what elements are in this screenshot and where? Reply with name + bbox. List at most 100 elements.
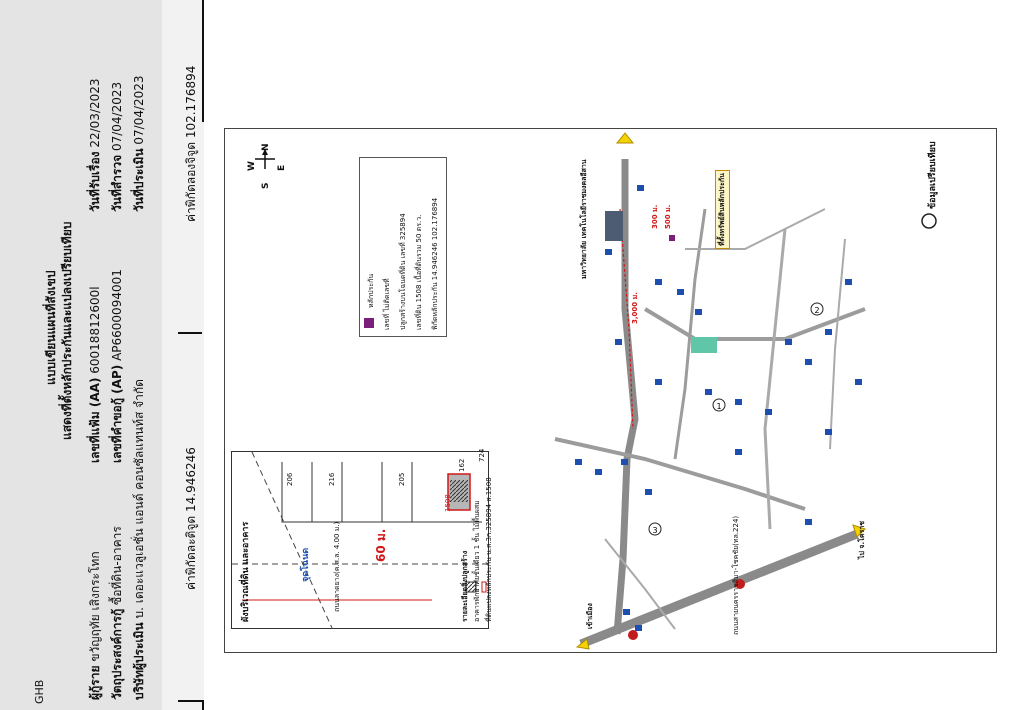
map-svg: 1 2 3 bbox=[255, 132, 937, 650]
legend-row-1: เลขที่ ไม่ติดเลขที่ bbox=[382, 278, 393, 330]
highway-road bbox=[579, 529, 859, 649]
received-label: วันที่รับเรื่อง bbox=[88, 151, 102, 212]
collateral-label: ที่ตั้งทรัพย์สินหลักประกัน bbox=[715, 170, 730, 249]
legend-row-2-label: ปลูกสร้างบนโฉนดที่ดิน เลขที่ bbox=[399, 242, 407, 330]
tick-mid bbox=[178, 332, 202, 334]
secondary-road-1 bbox=[554, 437, 806, 511]
legend-row-3-label: เลขที่ดิน 1508 เนื้อที่ดินรวม bbox=[415, 244, 423, 330]
applicant-value: ขวัญฤทัย เสิงกระโทก bbox=[88, 551, 102, 662]
legend-row-1-label: เลขที่ bbox=[383, 313, 391, 330]
survey-row: วันที่สำรวจ 07/04/2023 bbox=[108, 82, 127, 212]
aa-label: เลขที่แฟ้ม (AA) bbox=[88, 377, 102, 463]
appraiser-row: บริษัทผู้ประเมิน บ. เดอะแวลูเอชั่น แอนด์… bbox=[130, 379, 149, 700]
circle-marker-1-text: 1 bbox=[716, 402, 721, 411]
tick-bottom bbox=[178, 700, 202, 702]
legend-title: หลักประกัน bbox=[367, 273, 375, 308]
secondary-road-7 bbox=[604, 538, 676, 630]
site-plan-svg bbox=[232, 451, 488, 629]
longitude-row: ค่าพิกัดลองจิจูด 102.176894 bbox=[182, 66, 201, 222]
coordinate-strip bbox=[162, 0, 204, 710]
applicant-row: ผู้กู้ราย ขวัญฤทัย เสิงกระโทก bbox=[86, 551, 105, 700]
inset-legend-land bbox=[481, 581, 487, 593]
university-building bbox=[605, 211, 623, 241]
lot-number-206: 206 bbox=[286, 472, 294, 486]
circle-marker-3 bbox=[648, 522, 662, 536]
inset-point-label: จุดโฉนด bbox=[301, 547, 311, 582]
inset-note-building: อาคารพักอาศัยชั้นเดียว 1 ชั้น ไม้พื้นผสม bbox=[473, 500, 481, 622]
legend-swatch bbox=[364, 318, 374, 328]
page-title-line2: แสดงที่ตั้งหลักประกันและแปลงเปรียบเทียบ bbox=[60, 221, 74, 440]
longitude-value: 102.176894 bbox=[184, 65, 198, 139]
inset-legend-building bbox=[465, 581, 477, 593]
legend-row-4-label: พิกัดหลักประกัน 14.946246 bbox=[431, 242, 439, 330]
circle-marker-1 bbox=[712, 398, 726, 412]
secondary-road-3 bbox=[673, 208, 707, 460]
purpose-value: ซื้อที่ดิน-อาคาร bbox=[110, 526, 124, 605]
purpose-label: วัตถุประสงค์การกู้ bbox=[110, 608, 124, 700]
compass-south: S bbox=[261, 182, 271, 189]
distance-guide-line bbox=[619, 208, 634, 430]
distance-500: 500 ม. bbox=[664, 204, 672, 229]
appraiser-value: บ. เดอะแวลูเอชั่น แอนด์ คอนซัลแทนท์ส จำก… bbox=[132, 379, 146, 619]
compass-west: W bbox=[247, 161, 257, 171]
legend-row-1-value: ไม่ติดเลขที่ bbox=[383, 278, 391, 312]
distance-300: 300 ม. bbox=[651, 204, 659, 229]
legend-row-4-value: 102.176894 bbox=[431, 197, 439, 241]
appraiser-label: บริษัทผู้ประเมิน bbox=[132, 622, 146, 700]
highway-label: ถนนสายนครราชสีมา-โชคชัย(ทล.224) bbox=[732, 515, 740, 635]
survey-label: วันที่สำรวจ bbox=[110, 154, 124, 212]
circle-marker-2-text: 2 bbox=[814, 306, 819, 315]
secondary-road-6 bbox=[685, 208, 826, 250]
ap-value: AP6600094001 bbox=[110, 269, 124, 361]
inset-note-land: ที่ดินแปลงหลักประกัน น.ส.3ก.325894 ส.150… bbox=[485, 477, 493, 622]
compare-legend-icon bbox=[921, 213, 937, 229]
right-rule-bottom bbox=[202, 700, 204, 710]
lot-number-162: 162 bbox=[458, 458, 466, 472]
applicant-label: ผู้กู้ราย bbox=[88, 665, 102, 700]
lot-lines bbox=[281, 462, 482, 523]
arterial-road bbox=[613, 159, 639, 635]
compass-east: E bbox=[277, 164, 287, 171]
appraisal-row: วันที่ประเมิน 07/04/2023 bbox=[130, 75, 149, 212]
label-to-city: เข้าเมือง bbox=[586, 603, 594, 629]
inset-distance: 60 ม. bbox=[374, 528, 388, 562]
aa-value: 60018812600l bbox=[88, 286, 102, 374]
circle-marker-2 bbox=[810, 302, 824, 316]
latitude-value: 14.946246 bbox=[184, 447, 198, 513]
pin-marker-1 bbox=[735, 579, 745, 589]
appraisal-value: 07/04/2023 bbox=[132, 75, 146, 145]
legend-row-4: พิกัดหลักประกัน 14.946246 102.176894 bbox=[430, 198, 441, 330]
legend-row-2: ปลูกสร้างบนโฉนดที่ดิน เลขที่ 325894 bbox=[398, 213, 409, 330]
lot-number-205: 205 bbox=[398, 472, 406, 486]
legend-row-2-value: 325894 bbox=[399, 213, 407, 241]
compare-legend-label: ข้อมูลเปรียบเทียบ bbox=[928, 141, 938, 209]
aa-row: เลขที่แฟ้ม (AA) 60018812600l bbox=[86, 286, 105, 463]
map-frame: 1 2 3 W E N S ที่ตั้งทรัพย์สินหลักประกัน… bbox=[224, 128, 997, 653]
building-hatch bbox=[450, 480, 468, 502]
north-arrow-marker bbox=[615, 132, 635, 144]
university-label: มหาวิทยาลัย เทคโนโลยีราชมงคลอีสาน bbox=[580, 159, 588, 279]
lot-number-216: 216 bbox=[328, 472, 336, 486]
secondary-road-5 bbox=[829, 238, 846, 450]
site-plan-inset: ผังบริเวณที่ดิน และอาคาร 60 ม. ถนนลาดยาง… bbox=[231, 448, 493, 629]
secondary-road-2 bbox=[643, 307, 866, 341]
inset-road-label: ถนนลาดยาง(ค.ส.ล. 4.00 ม.) bbox=[333, 521, 341, 612]
lot-number-724: 724 bbox=[478, 448, 486, 462]
east-arrow-marker bbox=[852, 524, 866, 538]
purpose-row: วัตถุประสงค์การกู้ ซื้อที่ดิน-อาคาร bbox=[108, 526, 127, 700]
west-arrow-marker bbox=[575, 638, 590, 650]
legend-row-3: เลขที่ดิน 1508 เนื้อที่ดินรวม 50 ตร.ว. bbox=[414, 215, 425, 330]
latitude-label: ค่าพิกัดละติจูด bbox=[184, 515, 198, 590]
compass-north: N bbox=[261, 143, 271, 151]
ap-row: เลขที่คำขอกู้ (AP) AP6600094001 bbox=[108, 269, 127, 463]
label-to-korat: ไป จ.โคราช bbox=[858, 520, 866, 559]
inset-note-title: รายละเอียดสิ่งปลูกสร้าง bbox=[461, 550, 469, 622]
brand-label: GHB bbox=[33, 679, 46, 704]
distance-3000: 3,000 ม. bbox=[631, 292, 639, 324]
inset-road-diagonal bbox=[251, 451, 333, 629]
latitude-row: ค่าพิกัดละติจูด 14.946246 bbox=[182, 447, 201, 590]
ap-label: เลขที่คำขอกู้ (AP) bbox=[110, 364, 124, 463]
collateral-marker bbox=[669, 235, 675, 241]
appraisal-label: วันที่ประเมิน bbox=[132, 148, 146, 212]
circle-marker-3-text: 3 bbox=[652, 526, 657, 535]
